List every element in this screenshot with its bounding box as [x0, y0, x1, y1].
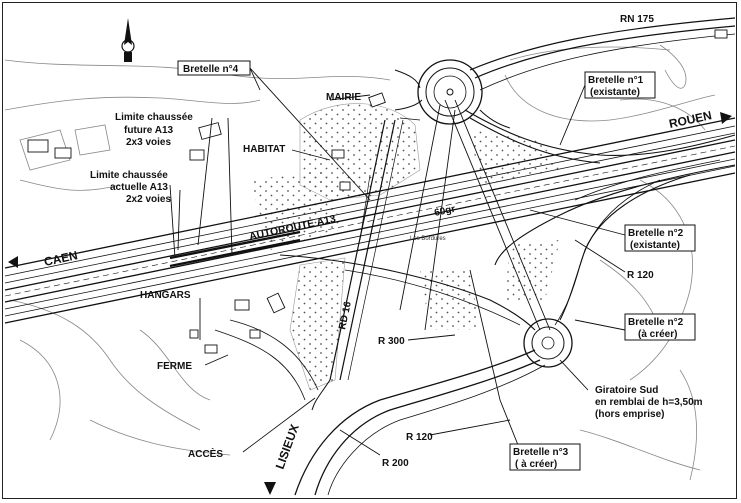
callout-giratoire-sub1: en remblai de h=3,50m	[595, 397, 703, 408]
caen-arrow-icon	[8, 256, 18, 268]
lisieux-arrow-icon	[264, 482, 276, 495]
label-r120-south: R 120	[406, 432, 433, 443]
label-limit-actuelle-2: actuelle A13	[110, 182, 168, 193]
label-limit-actuelle-1: Limite chaussée	[90, 170, 168, 181]
label-caen: CAEN	[43, 248, 79, 269]
parcel-lines	[4, 44, 716, 481]
label-limit-actuelle-3: 2x2 voies	[126, 194, 171, 205]
label-r120-east: R 120	[627, 270, 654, 281]
north-label: N	[125, 44, 130, 51]
label-angle: 60gr	[433, 204, 456, 219]
callout-bretelle3-title: Bretelle n°3	[513, 447, 569, 458]
callout-boxes	[177, 60, 696, 471]
label-limit-future-3: 2x3 voies	[126, 137, 171, 148]
label-rn175: RN 175	[620, 14, 654, 25]
north-arrow-icon	[121, 18, 135, 62]
buildings	[27, 29, 728, 354]
callout-giratoire-sub2: (hors emprise)	[595, 409, 664, 420]
callout-bretelle2-creer-sub: (à créer)	[638, 329, 677, 340]
stippled-terrain	[250, 103, 560, 391]
label-limit-future-1: Limite chaussée	[115, 112, 193, 123]
map-labels: RN 175 ROUEN CAEN AUTOROUTE A13 60gr RD …	[43, 14, 713, 471]
label-acces: ACCÈS	[188, 447, 223, 460]
label-habitat: HABITAT	[243, 144, 285, 155]
label-hangars: HANGARS	[140, 290, 191, 301]
callout-giratoire-title: Giratoire Sud	[595, 385, 658, 396]
leader-lines	[169, 67, 626, 456]
callout-bretelle3-sub: ( à créer)	[515, 459, 557, 470]
callout-bretelle1-sub: (existante)	[590, 87, 640, 98]
callout-bretelle2-exist-title: Bretelle n°2	[628, 228, 684, 239]
label-mairie: MAIRIE	[326, 92, 361, 103]
callout-bretelle2-exist-sub: (existante)	[630, 240, 680, 251]
label-r200: R 200	[382, 458, 409, 469]
callout-bretelle4: Bretelle n°4	[183, 64, 239, 75]
direction-arrows	[8, 112, 732, 495]
interchange-ramps	[214, 99, 736, 496]
label-lisieux: LISIEUX	[273, 422, 302, 471]
label-ferme: FERME	[157, 361, 192, 372]
south-roundabout	[523, 318, 573, 368]
label-r300: R 300	[378, 336, 405, 347]
north-roundabout	[394, 59, 511, 129]
label-limit-future-2: future A13	[124, 125, 174, 136]
rn175-road	[469, 17, 736, 91]
callout-bretelle1-title: Bretelle n°1	[588, 75, 644, 86]
callout-bretelle2-creer-title: Bretelle n°2	[628, 317, 684, 328]
label-les-bordures: Les Bordures	[410, 236, 446, 242]
rouen-arrow-icon	[720, 112, 732, 124]
